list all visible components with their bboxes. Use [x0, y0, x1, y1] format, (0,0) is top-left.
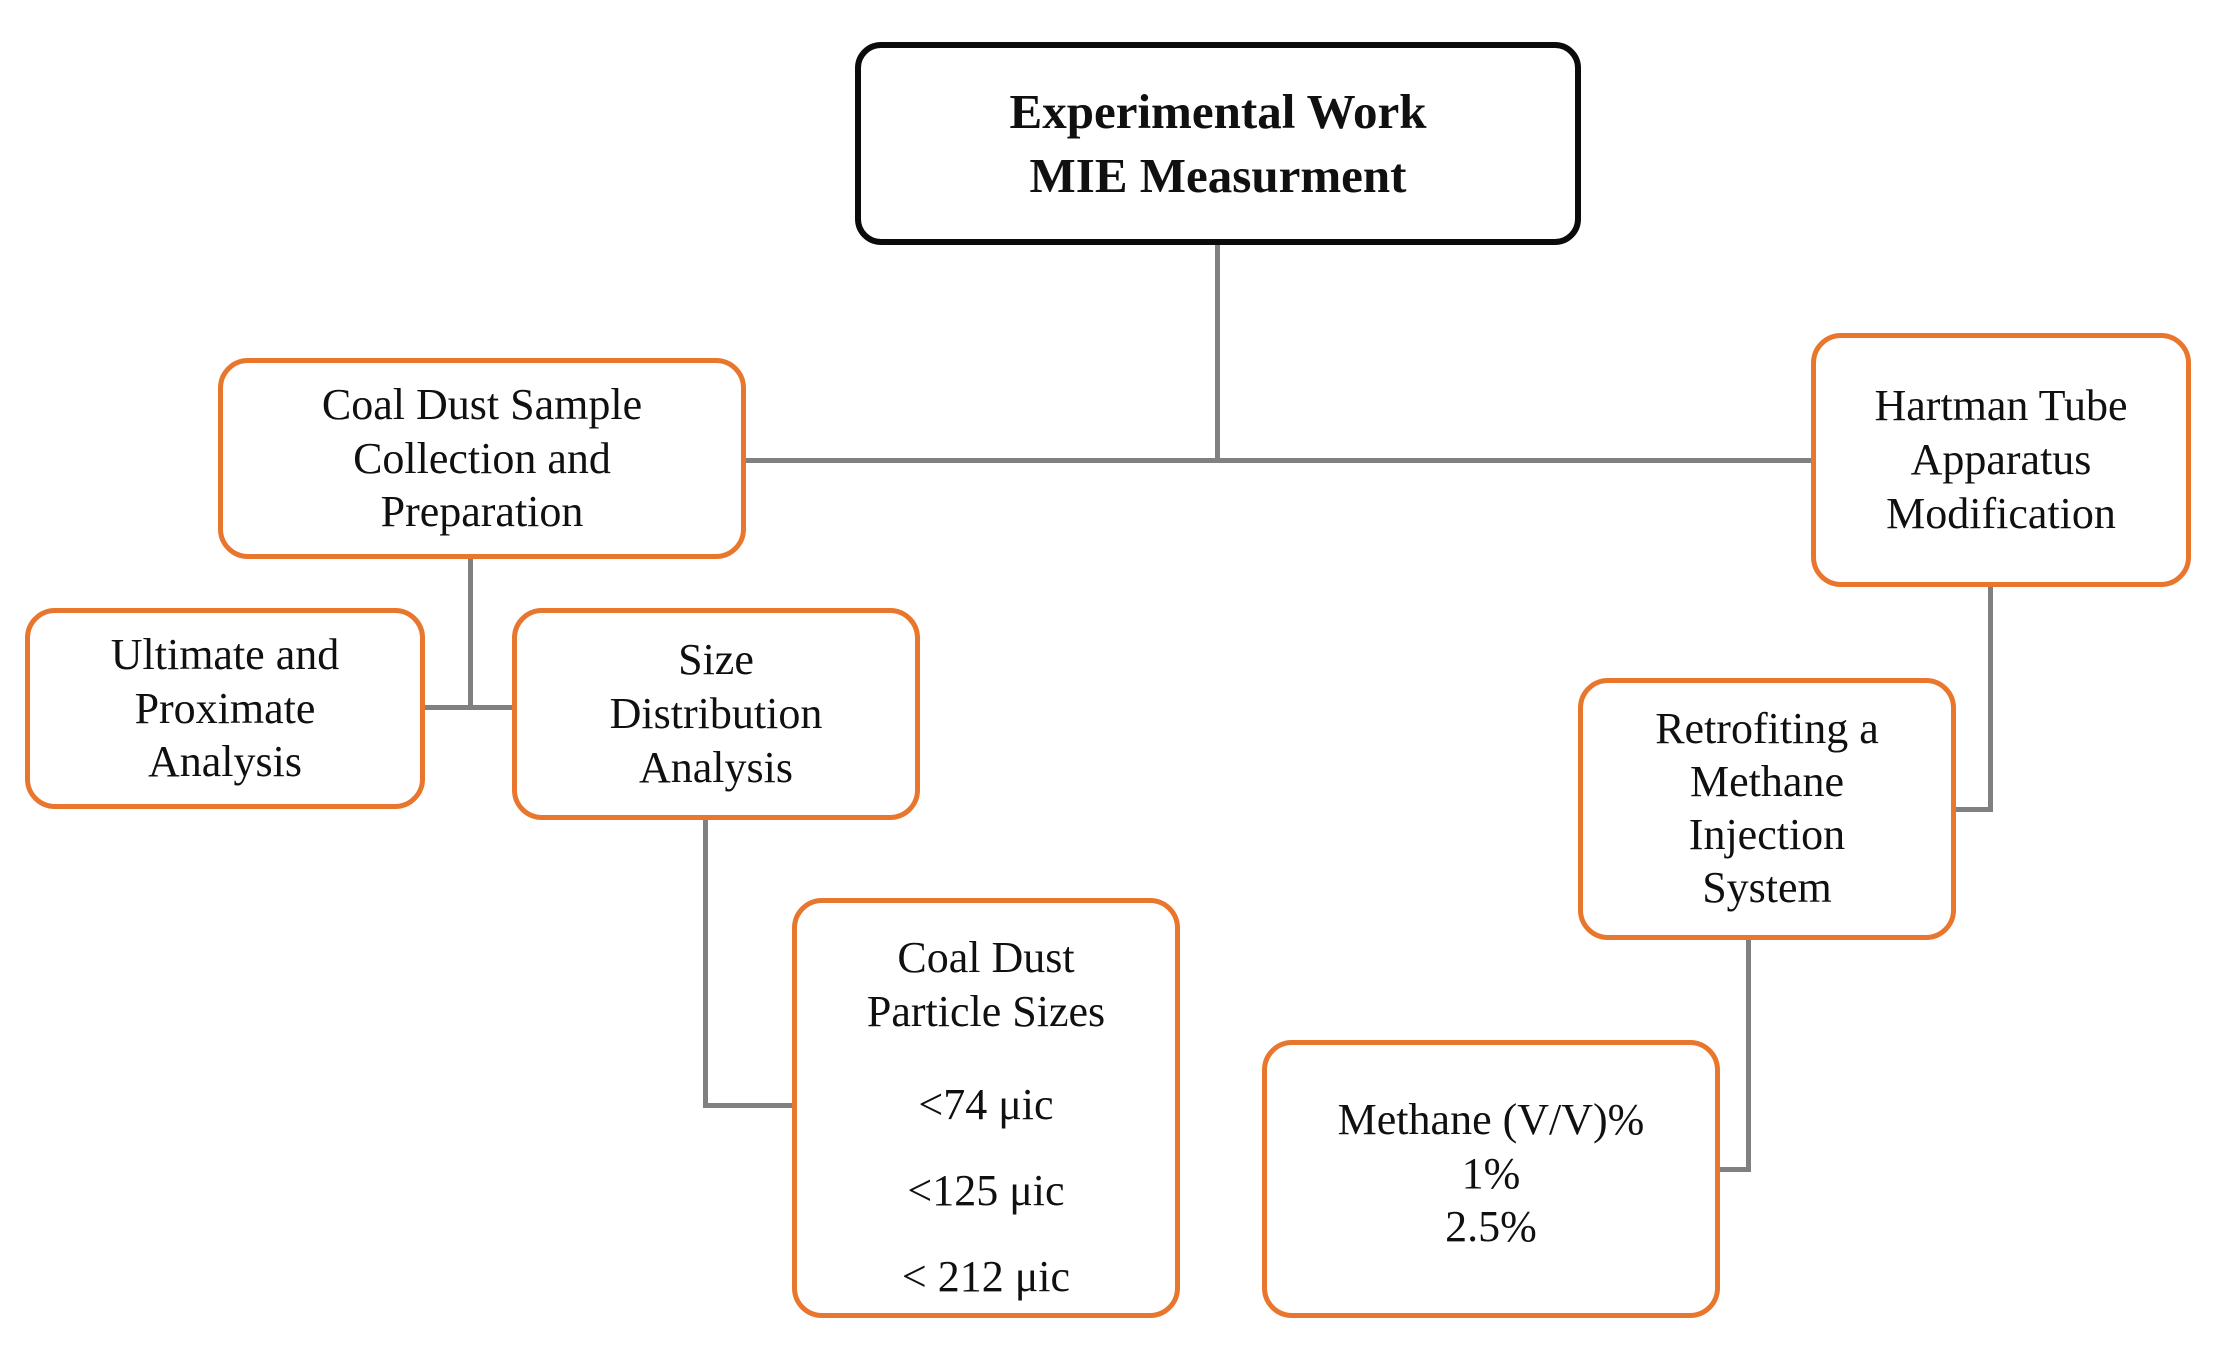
particle-size-value-2: <125 μic — [907, 1166, 1065, 1216]
node-retrofitting-methane-injection-line1: Retrofiting a — [1655, 704, 1879, 754]
node-size-distribution-analysis[interactable]: Size Distribution Analysis — [512, 608, 920, 820]
connector-coaldust-tee — [425, 705, 515, 710]
node-coal-dust-particle-sizes-line2: Particle Sizes — [866, 986, 1106, 1036]
node-hartman-tube[interactable]: Hartman Tube Apparatus Modification — [1811, 333, 2191, 587]
node-hartman-tube-line2: Apparatus — [1910, 435, 2092, 485]
node-coal-dust-sample[interactable]: Coal Dust Sample Collection and Preparat… — [218, 358, 746, 559]
particle-size-value-3: < 212 μic — [901, 1251, 1071, 1301]
node-ultimate-proximate-analysis[interactable]: Ultimate and Proximate Analysis — [25, 608, 425, 809]
node-size-distribution-analysis-line3: Analysis — [639, 742, 793, 792]
node-coal-dust-sample-line2: Collection and — [353, 433, 611, 483]
methane-value-1: 1% — [1461, 1148, 1521, 1198]
node-coal-dust-particle-sizes[interactable]: Coal Dust Particle Sizes <74 μic <125 μi… — [792, 898, 1180, 1318]
methane-value-2: 2.5% — [1445, 1202, 1537, 1252]
connector-hartman-elbow — [1948, 807, 1993, 812]
node-coal-dust-sample-line1: Coal Dust Sample — [321, 379, 643, 429]
node-coal-dust-particle-sizes-line1: Coal Dust — [897, 933, 1075, 982]
node-retrofitting-methane-injection-line2: Methane — [1690, 757, 1844, 807]
node-experimental-work-line2: MIE Measurment — [1029, 147, 1407, 203]
connector-sizedist-stem — [703, 818, 708, 1108]
node-methane-concentrations-line1: Methane (V/V)% — [1337, 1095, 1645, 1144]
connector-coaldust-stem — [468, 556, 473, 708]
connector-hartman-stem — [1988, 586, 1993, 812]
node-experimental-work-line1: Experimental Work — [1009, 83, 1427, 139]
connector-retrofit-elbow — [1712, 1167, 1751, 1172]
node-ultimate-proximate-analysis-line3: Analysis — [148, 737, 302, 787]
connector-trunk-horizontal — [745, 458, 1813, 463]
node-coal-dust-sample-line3: Preparation — [380, 487, 584, 537]
particle-size-value-1: <74 μic — [918, 1080, 1054, 1130]
node-methane-concentrations[interactable]: Methane (V/V)% 1% 2.5% — [1262, 1040, 1720, 1318]
node-size-distribution-analysis-line1: Size — [678, 635, 754, 685]
node-hartman-tube-line1: Hartman Tube — [1874, 381, 2128, 431]
node-retrofitting-methane-injection-line3: Injection — [1688, 810, 1846, 859]
node-size-distribution-analysis-line2: Distribution — [609, 689, 823, 739]
node-retrofitting-methane-injection[interactable]: Retrofiting a Methane Injection System — [1578, 678, 1956, 940]
node-retrofitting-methane-injection-line4: System — [1702, 862, 1832, 912]
connector-root-stem — [1215, 243, 1220, 461]
node-ultimate-proximate-analysis-line2: Proximate — [134, 683, 316, 733]
node-hartman-tube-line3: Modification — [1886, 488, 2116, 538]
node-experimental-work[interactable]: Experimental Work MIE Measurment — [855, 42, 1581, 245]
connector-sizedist-elbow — [703, 1103, 798, 1108]
connector-retrofit-stem — [1746, 938, 1751, 1172]
node-ultimate-proximate-analysis-line1: Ultimate and — [110, 629, 340, 679]
